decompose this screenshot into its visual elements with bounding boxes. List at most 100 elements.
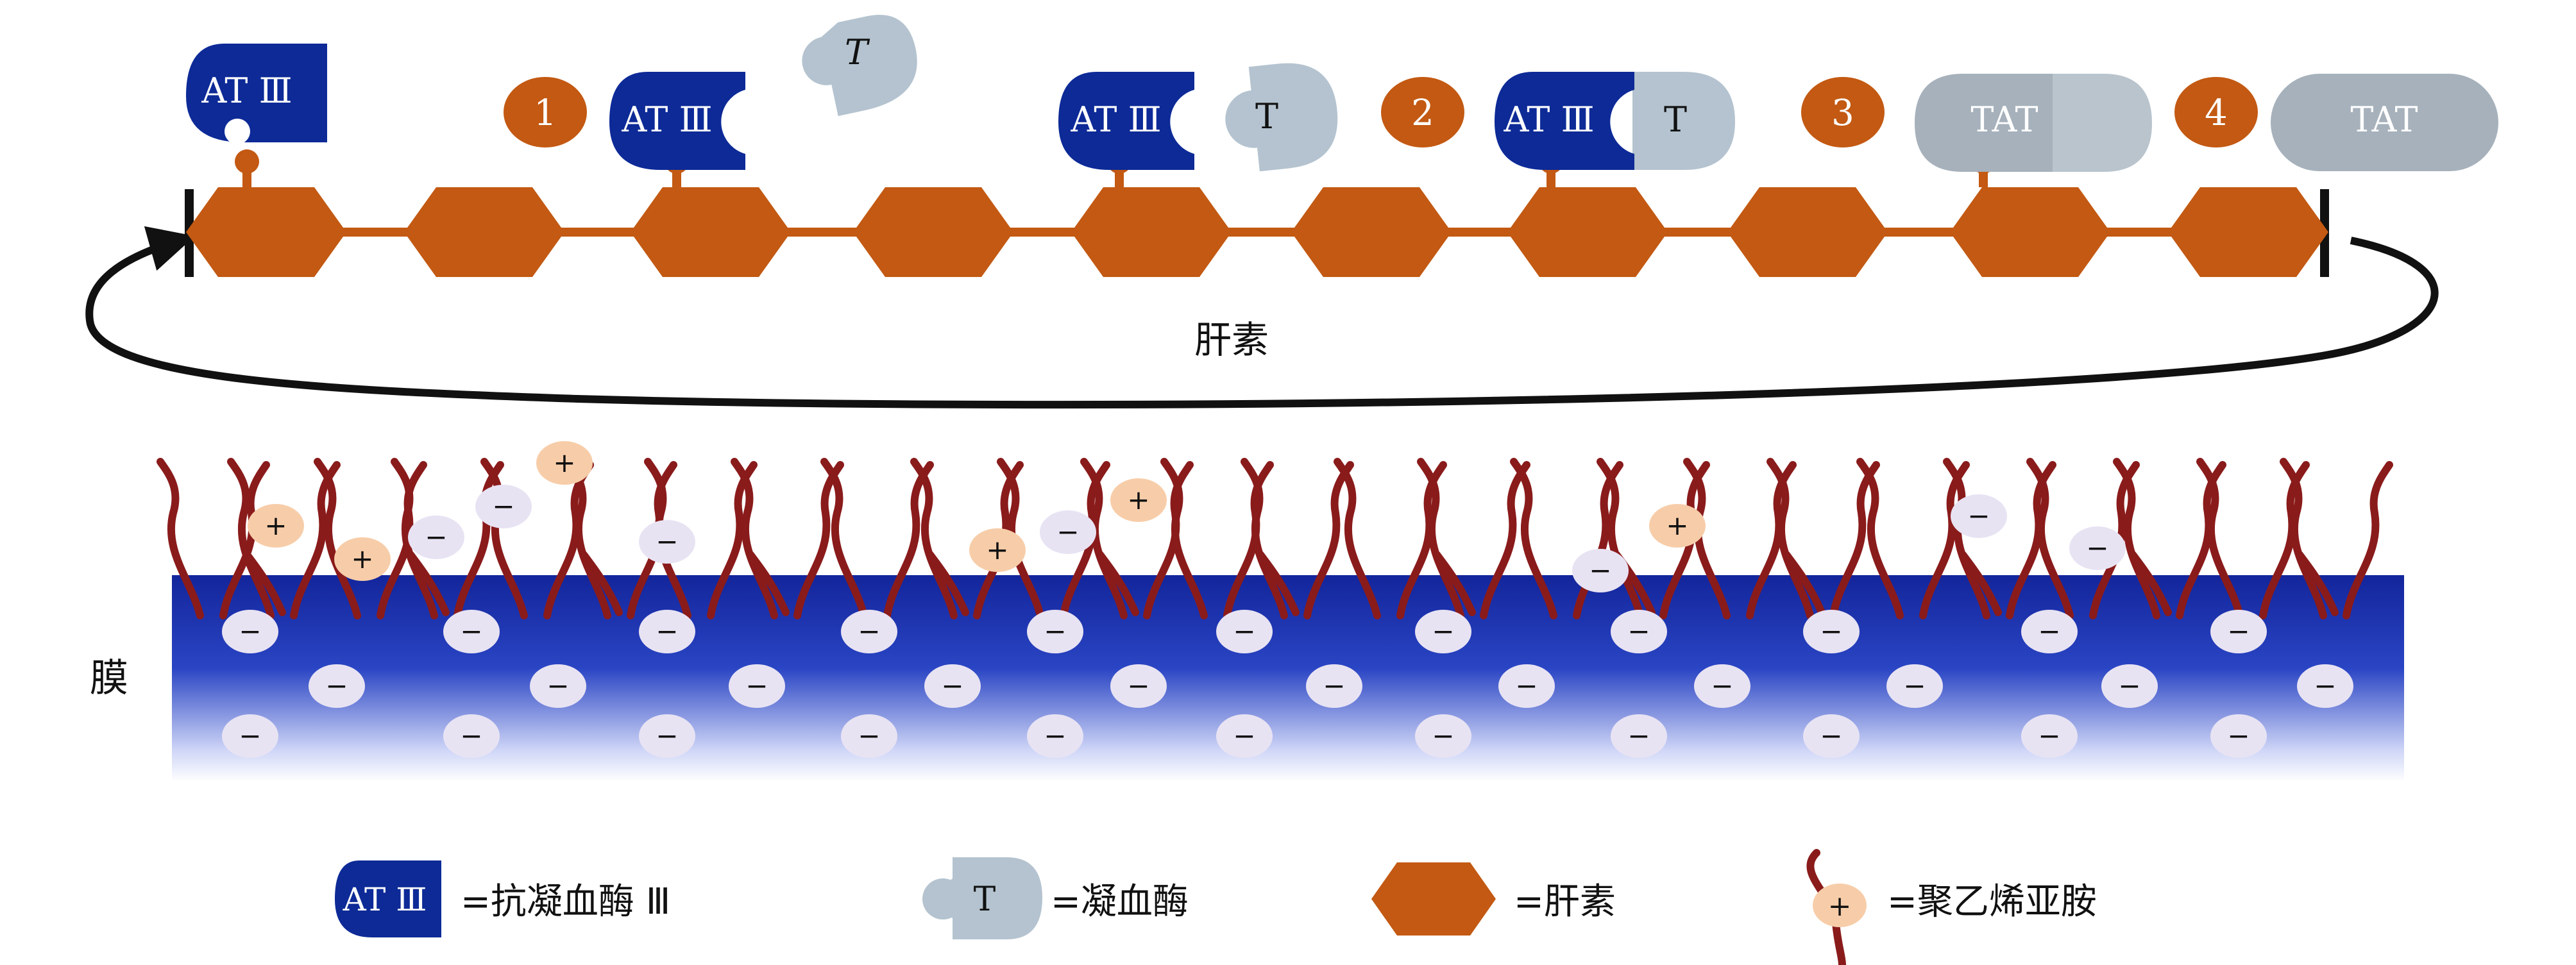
svg-text:−: − [239,616,261,647]
heparin-unit-4 [853,187,1013,277]
pendant-knob-1 [235,149,259,174]
pei-chain-right-26 [2343,461,2393,619]
svg-text:−: − [1044,616,1066,647]
pei-chain-left-12 [1080,458,1128,619]
surface-ion-1: + [248,504,304,548]
membrane-minus-c-10: − [2021,714,2078,758]
membrane-minus-a-5: − [1027,610,1083,653]
svg-text:−: − [547,670,569,701]
membrane-negative-charges: −−−−−−−−−−−−−−−−−−−−−−−−−−−−−−−−− [222,610,2353,758]
legend-thrombin-text: =凝血酶 [1051,881,1189,923]
heparin-unit-6 [1291,187,1452,277]
svg-text:−: − [656,616,678,647]
svg-text:4: 4 [2205,92,2228,134]
membrane-minus-c-4: − [841,714,897,758]
membrane-minus-c-9: − [1803,714,1860,758]
membrane-minus-a-4: − [841,610,897,653]
pei-chain-left-15 [1334,458,1381,619]
svg-text:−: − [1589,555,1611,586]
pei-chain-left-13 [1160,458,1208,619]
pei-chain-left-23 [2026,458,2074,619]
legend-heparin-symbol [1371,862,1496,936]
membrane-minus-a-8: − [1611,610,1667,653]
pei-chain-left-20 [1767,458,1814,619]
svg-text:−: − [460,720,482,751]
pei-chain-left-10 [910,458,958,619]
at3-free: AT Ⅲ [186,44,327,144]
pei-chain-branch-22 [1959,551,2002,616]
heparin-unit-9 [1950,187,2110,277]
pei-chain-left-14 [1241,458,1288,619]
svg-text:+: + [1666,510,1688,541]
membrane-minus-a-7: − [1415,610,1471,653]
pei-chain-left-8 [731,458,778,619]
svg-text:2: 2 [1411,92,1434,134]
tat-bound-label: TAT [1970,99,2038,140]
pei-chain-branch-10 [926,551,969,616]
svg-text:−: − [1127,670,1149,701]
svg-text:T: T [974,880,996,919]
membrane-minus-b-11: − [2297,664,2353,708]
surface-ion-13: − [2069,526,2126,570]
pei-chain-branch-8 [747,551,790,616]
svg-text:−: − [325,670,348,701]
svg-text:−: − [656,720,678,751]
complex-thrombin-label: T [1664,99,1687,140]
svg-text:−: − [2038,720,2060,751]
svg-text:−: − [1903,670,1926,701]
pei-chain-left-26 [2280,458,2327,619]
heparin-unit-7 [1507,187,1668,277]
svg-text:−: − [941,670,963,701]
svg-text:−: − [1820,720,1842,751]
svg-text:−: − [2227,720,2250,751]
pei-chain-left-18 [1597,458,1644,619]
legend-at3-symbol: AT Ⅲ [335,860,441,937]
svg-text:+: + [1127,484,1149,516]
at3-thrombin-complex: AT Ⅲ T [1495,72,1735,170]
surface-ions: ++−−+−+−+−+−− [248,441,2126,592]
pei-chain-branch-12 [1096,551,1139,616]
pei-chain-left-11 [997,458,1044,619]
legend-pei-text: =聚乙烯亚胺 [1887,881,2097,923]
svg-text:−: − [460,616,482,647]
heparin-unit-2 [404,187,564,277]
svg-text:−: − [1627,720,1650,751]
membrane-minus-c-3: − [639,714,695,758]
pei-chain-branch-20 [1783,551,1826,616]
membrane-minus-a-10: − [2021,610,2078,653]
svg-text:+: + [264,510,287,541]
at3-bound-1-label: AT Ⅲ [621,99,712,140]
svg-text:+: + [553,447,575,478]
pei-chain-left-16 [1417,458,1464,619]
membrane-minus-b-10: − [2101,664,2158,708]
membrane-minus-c-1: − [222,714,278,758]
step-badge-2: 2 [1381,77,1464,147]
svg-text:3: 3 [1831,92,1854,134]
surface-ion-5: + [536,441,593,485]
svg-text:−: − [1233,616,1255,647]
pei-chain-right-16 [1480,461,1530,619]
surface-ion-11: + [1649,504,1706,548]
pei-chain-branch-4 [407,551,450,616]
tat-bound: TAT [1915,74,2152,172]
thrombin-approaching-label: T [1255,96,1278,137]
surface-ion-9: + [1110,478,1167,522]
membrane-minus-b-5: − [1110,664,1167,708]
svg-text:−: − [1323,670,1345,701]
heparin-unit-3 [631,187,791,277]
membrane-label: 膜 [90,656,128,701]
pei-chain-left-9 [820,458,868,619]
svg-text:−: − [745,670,768,701]
membrane-minus-c-8: − [1611,714,1667,758]
svg-text:−: − [858,616,880,647]
svg-text:−: − [425,521,447,553]
svg-text:−: − [1820,616,1842,647]
at3-bound-2: AT Ⅲ [1058,72,1194,170]
membrane-minus-a-3: − [639,610,695,653]
surface-ion-3: − [408,516,464,559]
legend: AT Ⅲ =抗凝血酶 Ⅲ T =凝血酶 =肝素 + =聚乙烯亚胺 [335,849,2097,965]
membrane-minus-c-5: − [1027,714,1083,758]
membrane-minus-a-9: − [1803,610,1860,653]
heparin-cycle-arrow [85,226,2439,409]
surface-ion-8: − [1040,510,1096,554]
